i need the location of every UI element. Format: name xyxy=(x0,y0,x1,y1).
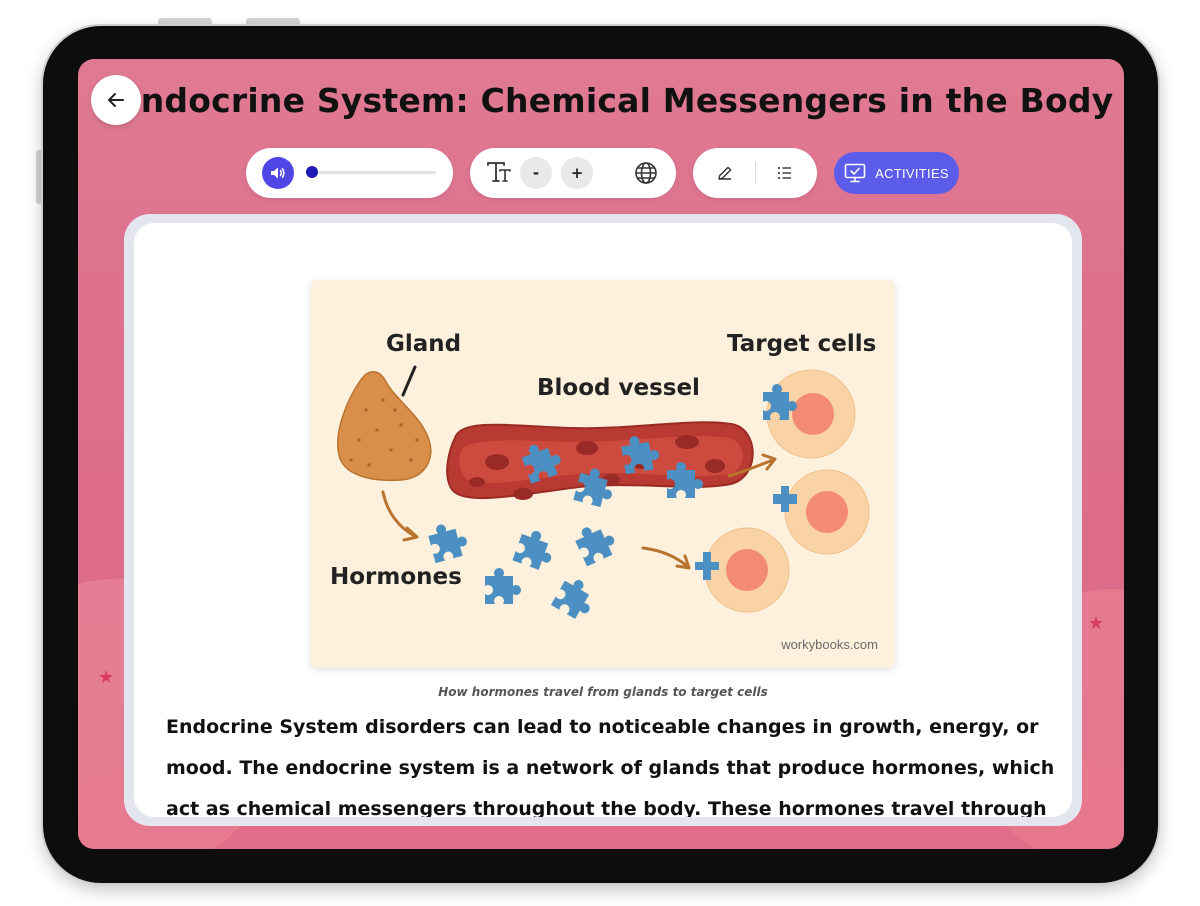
star-decoration: ★ xyxy=(1088,613,1105,634)
target-cells-label: Target cells xyxy=(727,331,877,357)
back-button[interactable] xyxy=(91,75,141,125)
paragraph-line: mood. The endocrine system is a network … xyxy=(166,757,1055,779)
star-decoration: ★ xyxy=(98,667,115,688)
audio-player xyxy=(246,148,453,198)
app-screen: ★ ★ Endocrine System: Chemical Messenger… xyxy=(78,59,1124,849)
decrease-text-button[interactable]: - xyxy=(520,157,552,189)
list-icon[interactable] xyxy=(776,165,794,181)
speaker-icon xyxy=(271,167,285,179)
watermark: workybooks.com xyxy=(781,637,878,652)
blood-vessel-label: Blood vessel xyxy=(537,375,700,401)
device-button-top-1 xyxy=(158,18,212,26)
endocrine-illustration: Gland Blood vessel Target cells Hormones… xyxy=(311,280,895,668)
toolbar-divider xyxy=(755,162,756,184)
play-audio-button[interactable] xyxy=(262,157,294,189)
gland-label: Gland xyxy=(386,331,462,357)
device-button-side xyxy=(36,150,44,204)
audio-progress-handle[interactable] xyxy=(306,166,318,178)
text-size-icon[interactable] xyxy=(485,160,513,186)
increase-text-button[interactable]: + xyxy=(561,157,593,189)
figure-caption: How hormones travel from glands to targe… xyxy=(438,685,768,699)
content-card-frame: Gland Blood vessel Target cells Hormones… xyxy=(124,214,1082,826)
page-title: Endocrine System: Chemical Messengers in… xyxy=(118,81,1114,120)
pencil-icon[interactable] xyxy=(716,164,734,182)
activities-label: ACTIVITIES xyxy=(875,165,949,181)
monitor-icon xyxy=(844,163,866,183)
content-card: Gland Blood vessel Target cells Hormones… xyxy=(134,223,1072,817)
paragraph-line: act as chemical messengers throughout th… xyxy=(166,798,1047,817)
arrow-left-icon xyxy=(108,93,124,107)
globe-icon[interactable] xyxy=(634,161,658,185)
paragraph-line: Endocrine System disorders can lead to n… xyxy=(166,716,1039,738)
text-tools: - + xyxy=(470,148,676,198)
device-button-top-2 xyxy=(246,18,300,26)
hormones-label: Hormones xyxy=(330,564,462,590)
article-body: Endocrine System disorders can lead to n… xyxy=(166,707,1055,817)
audio-progress-track[interactable] xyxy=(306,166,436,178)
tablet-frame: ★ ★ Endocrine System: Chemical Messenger… xyxy=(43,26,1158,883)
illustration-art xyxy=(337,365,870,619)
edit-tools xyxy=(693,148,817,198)
activities-button[interactable]: ACTIVITIES xyxy=(834,152,959,194)
